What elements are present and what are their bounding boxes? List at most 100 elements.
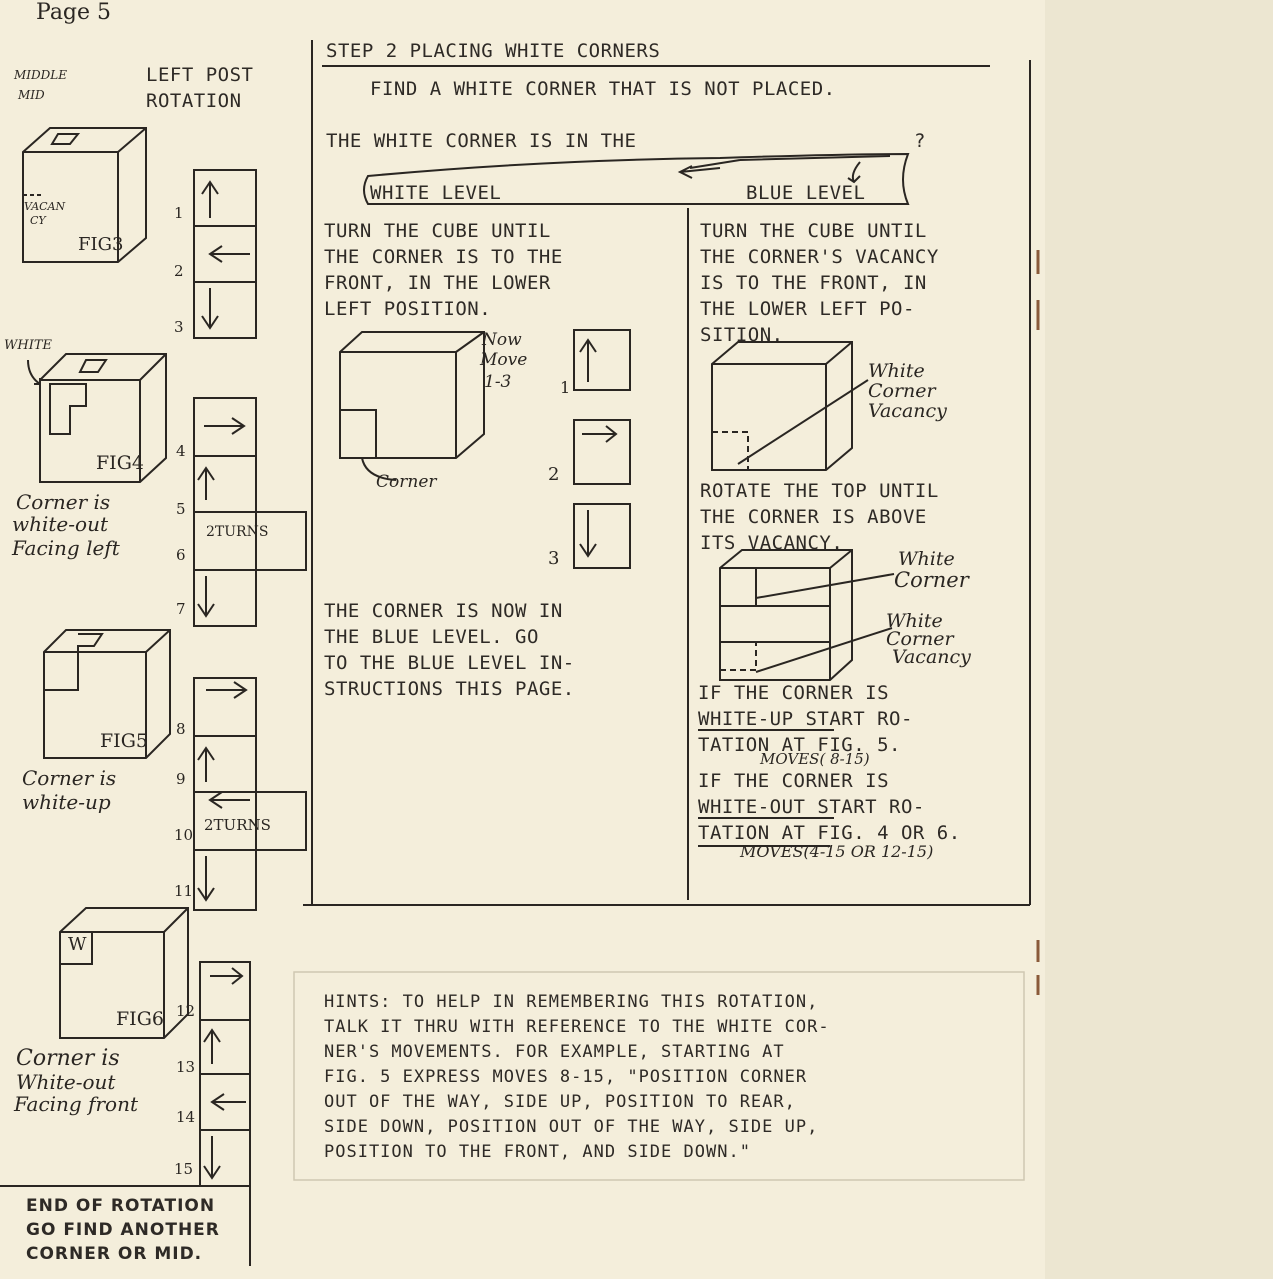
fig4-label: FIG4 [96, 452, 144, 474]
move-num-8: 8 [176, 720, 186, 738]
two-turns-label-a: 2TURNS [206, 524, 269, 540]
fig4-cube-drawing [39, 353, 167, 483]
hints-line-6: SIDE DOWN, POSITION OUT OF THE WAY, SIDE… [324, 1117, 819, 1137]
end-rotation-line-1: END OF ROTATION [26, 1196, 216, 1216]
fig4-top-label: WHITE [4, 338, 52, 353]
left-post-header-2: ROTATION [146, 90, 242, 112]
fig6-caption-2: White-out [16, 1070, 116, 1094]
white-level-label: WHITE LEVEL [370, 182, 502, 204]
hints-line-2: TALK IT THRU WITH REFERENCE TO THE WHITE… [324, 1017, 830, 1037]
move-num-14: 14 [176, 1108, 196, 1126]
move-num-4: 4 [176, 442, 186, 460]
fig3-top-label-a: MIDDLE [14, 68, 67, 82]
left-post-header-1: LEFT POST [146, 64, 254, 86]
step-panel-frame [303, 40, 1031, 906]
hints-line-5: OUT OF THE WAY, SIDE UP, POSITION TO REA… [324, 1092, 796, 1112]
fig4-caption-2: white-out [12, 512, 108, 536]
page [0, 0, 1045, 1279]
hints-box-frame [293, 971, 1025, 1181]
vacancy-label-3: Vacancy [868, 400, 947, 422]
step-instruction: FIND A WHITE CORNER THAT IS NOT PLACED. [370, 78, 836, 100]
move-num-13: 13 [176, 1058, 196, 1076]
page-number: Page 5 [36, 0, 112, 25]
step-question: THE WHITE CORNER IS IN THE [326, 130, 637, 152]
move-num-1: 1 [174, 204, 184, 222]
white-p1-line-1: TURN THE CUBE UNTIL [324, 220, 551, 242]
white-p1-line-4: LEFT POSITION. [324, 298, 492, 320]
fig4-caption-1: Corner is [16, 490, 111, 514]
hints-line-1: HINTS: TO HELP IN REMEMBERING THIS ROTAT… [324, 992, 819, 1012]
white-move-num-1: 1 [560, 378, 571, 397]
white-p2-line-4: STRUCTIONS THIS PAGE. [324, 678, 575, 700]
corner-label-1: White [898, 548, 955, 570]
end-rotation-line-3: CORNER OR MID. [26, 1244, 203, 1264]
fig3-side-label-b: CY [30, 214, 46, 227]
blue-p2-line-1: ROTATE THE TOP UNTIL [700, 480, 939, 502]
hints-line-7: POSITION TO THE FRONT, AND SIDE DOWN." [324, 1142, 751, 1162]
fig3-label: FIG3 [78, 234, 124, 255]
fig5-caption-2: white-up [22, 790, 111, 814]
if-out-line-3: TATION AT FIG. 4 OR 6. [698, 822, 961, 844]
move-num-10: 10 [174, 826, 194, 844]
fig3-cube-drawing [22, 127, 147, 263]
white-p1-line-2: THE CORNER IS TO THE [324, 246, 563, 268]
step-title: STEP 2 PLACING WHITE CORNERS [326, 40, 661, 62]
level-banner [363, 152, 910, 205]
step-question-mark: ? [914, 130, 926, 152]
white-move-num-2: 2 [548, 464, 560, 485]
fig4-arrow-icon [27, 359, 41, 385]
fig3-side-label-a: VACAN [24, 200, 66, 213]
fig4-caption-3: Facing left [12, 536, 120, 560]
if-up-line-1: IF THE CORNER IS [698, 682, 890, 704]
corner-label: Corner [376, 472, 437, 492]
white-p2-line-2: THE BLUE LEVEL. GO [324, 626, 539, 648]
now-move-3: 1-3 [484, 372, 512, 392]
white-p2-line-3: TO THE BLUE LEVEL IN- [324, 652, 575, 674]
fig6-caption-3: Facing front [14, 1092, 139, 1116]
fig5-caption-1: Corner is [22, 766, 117, 790]
vacancy2-label-2: Corner [886, 628, 954, 650]
now-move-2: Move [480, 350, 528, 370]
underlines [698, 729, 834, 847]
hints-line-3: NER'S MOVEMENTS. FOR EXAMPLE, STARTING A… [324, 1042, 785, 1062]
blue-p1-line-4: THE LOWER LEFT PO- [700, 298, 915, 320]
blue-corner-cube [719, 549, 895, 681]
blue-p1-line-1: TURN THE CUBE UNTIL [700, 220, 927, 242]
move-num-6: 6 [176, 546, 186, 564]
hints-line-4: FIG. 5 EXPRESS MOVES 8-15, "POSITION COR… [324, 1067, 808, 1087]
corner-label-2: Corner [894, 568, 969, 592]
blue-p1-line-3: IS TO THE FRONT, IN [700, 272, 927, 294]
two-turns-label-b: 2TURNS [204, 816, 271, 834]
if-out-line-2: WHITE-OUT START RO- [698, 796, 925, 818]
vacancy2-label-1: White [886, 610, 943, 632]
adjacent-page-bleed [1045, 0, 1273, 1279]
white-p1-line-3: FRONT, IN THE LOWER [324, 272, 551, 294]
end-rotation-line-2: GO FIND ANOTHER [26, 1220, 220, 1240]
blue-p2-line-2: THE CORNER IS ABOVE [700, 506, 927, 528]
white-level-cube [339, 331, 485, 481]
move-num-12: 12 [176, 1002, 196, 1020]
blue-p1-line-2: THE CORNER'S VACANCY [700, 246, 939, 268]
fig3-top-label-b: MID [18, 88, 45, 102]
staple-marks [1036, 250, 1040, 995]
move-num-7: 7 [176, 600, 186, 618]
vacancy2-label-3: Vacancy [892, 646, 971, 668]
end-rotation-box [0, 1185, 251, 1266]
if-up-line-2: WHITE-UP START RO- [698, 708, 913, 730]
move-num-9: 9 [176, 770, 186, 788]
fig5-cube-drawing [43, 629, 171, 759]
white-move-num-3: 3 [548, 548, 560, 569]
now-move-1: Now [482, 330, 522, 350]
vacancy-label-1: White [868, 360, 925, 382]
move-num-11: 11 [174, 882, 194, 900]
blue-level-label: BLUE LEVEL [746, 182, 866, 204]
move-num-3: 3 [174, 318, 184, 336]
moves-a: MOVES( 8-15) [760, 750, 870, 768]
move-num-5: 5 [176, 500, 186, 518]
fig5-label: FIG5 [100, 730, 148, 752]
if-out-line-1: IF THE CORNER IS [698, 770, 890, 792]
fig6-cube-drawing [59, 907, 189, 1039]
move-num-2: 2 [174, 262, 184, 280]
fig6-caption-1: Corner is [16, 1046, 120, 1071]
white-move-boxes [573, 329, 631, 569]
